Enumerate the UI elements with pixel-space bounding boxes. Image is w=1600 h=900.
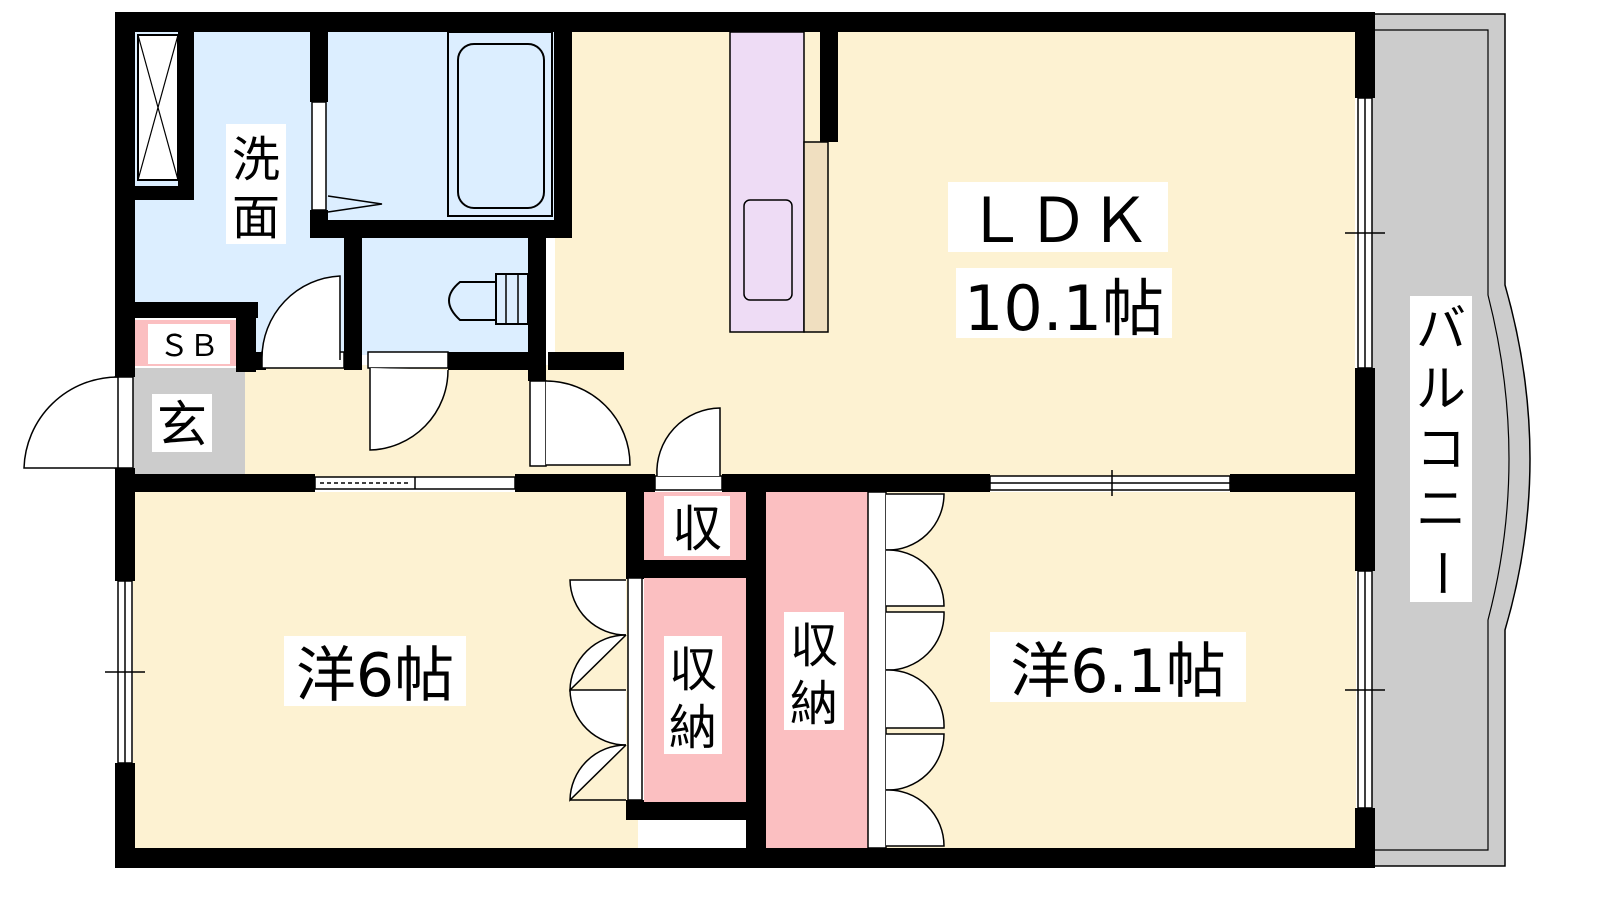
entrance-label: 玄 — [157, 396, 207, 454]
balcony-outline — [1372, 13, 1531, 867]
storage-a-label-1: 収 — [669, 642, 717, 698]
washroom-label-2: 面 — [232, 190, 280, 246]
storage-small-label: 収 — [672, 500, 722, 558]
ldk-size-label: 10.1帖 — [964, 272, 1164, 345]
toilet-floor — [362, 230, 537, 355]
labels: ＬＤＫ 10.1帖 洗 面 ＳＢ 玄 収 収 納 収 納 洋6帖 洋6.1帖 バ… — [148, 124, 1472, 756]
balcony-label-4: ニ — [1416, 480, 1466, 538]
toilet-icon — [448, 273, 529, 325]
storage-b-label-2: 納 — [790, 676, 838, 732]
shoebox-label: ＳＢ — [159, 329, 219, 364]
sliding-door — [314, 476, 516, 490]
ldk-label: ＬＤＫ — [965, 184, 1151, 257]
balcony-label-1: バ — [1416, 300, 1466, 358]
closet-doors-a — [569, 577, 643, 802]
walls — [115, 12, 1375, 868]
balcony-inner-outline — [1375, 29, 1510, 851]
balcony-label-2: ル — [1416, 360, 1466, 418]
ldk-floor — [555, 30, 1355, 480]
washing-machine-space — [137, 34, 179, 181]
doors — [23, 275, 723, 491]
bathtub-icon — [447, 31, 553, 217]
closet-doors-b — [867, 491, 945, 849]
storage-a-label-2: 納 — [669, 700, 717, 756]
bathroom-door — [311, 101, 383, 213]
washroom-label-1: 洗 — [232, 132, 280, 188]
western-room-left-label: 洋6帖 — [296, 641, 454, 711]
windows — [105, 97, 1385, 809]
balcony-label-3: コ — [1416, 420, 1466, 478]
western-room-right-label: 洋6.1帖 — [1010, 637, 1225, 707]
kitchen-counter — [729, 31, 829, 333]
balcony-label-5: ー — [1412, 548, 1470, 598]
storage-b-label-1: 収 — [790, 618, 838, 674]
